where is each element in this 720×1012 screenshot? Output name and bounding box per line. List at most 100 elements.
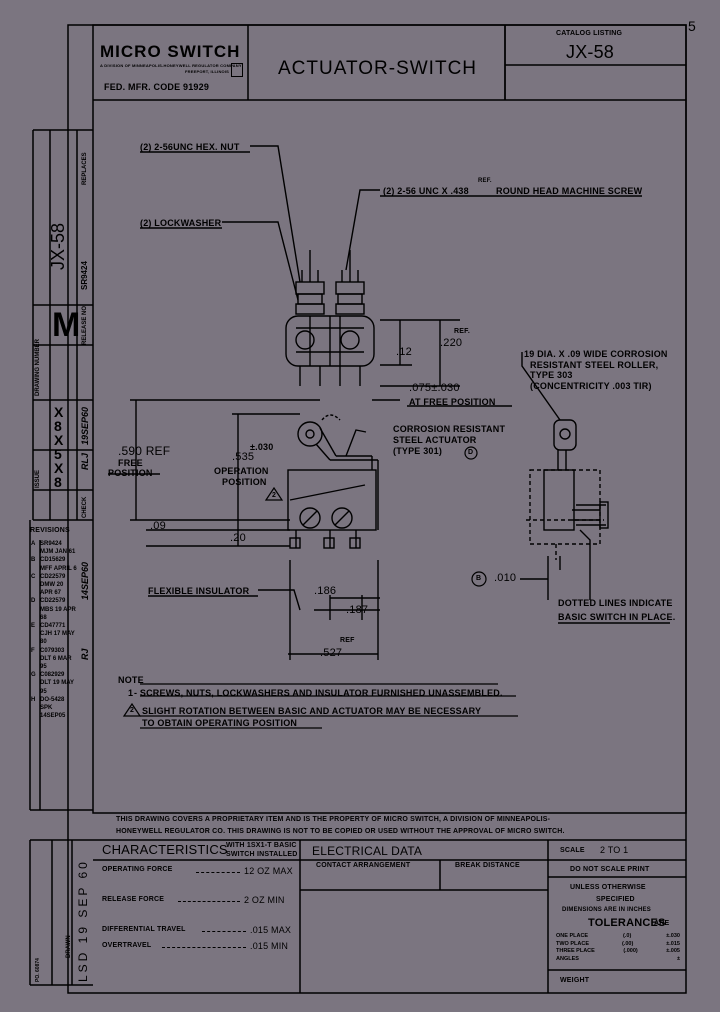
label-cres-mark: D — [468, 449, 474, 456]
char-leader-0 — [196, 872, 240, 873]
char-leader-3 — [162, 947, 246, 948]
label-screw-ref: REF. — [478, 178, 492, 184]
revision-row: DMW 20 APR 67 — [40, 582, 64, 597]
label-screw-tail: ROUND HEAD MACHINE SCREW — [496, 186, 643, 196]
label-free-pos: AT FREE POSITION — [409, 397, 496, 407]
drawn-label: DRAWN — [66, 935, 72, 958]
unless-2: SPECIFIED — [596, 896, 635, 903]
revision-row: MJM JAN 61 — [40, 549, 76, 556]
revisions-label: REVISIONS — [30, 527, 70, 534]
revision-row: DLT 19 MAY 95 — [40, 680, 74, 695]
brand-logo: MICRO SWITCH — [100, 42, 241, 61]
char-label-3: OVERTRAVEL — [102, 942, 152, 949]
issue-x3: X — [54, 460, 64, 476]
label-hex-nut: (2) 2-56UNC HEX. NUT — [140, 142, 240, 152]
note-1-num: 1 — [128, 688, 134, 698]
side-part-number: JX-58 — [48, 222, 68, 270]
check2-date: 14SEP60 — [80, 561, 90, 600]
char-value-0: 12 OZ MAX — [244, 866, 293, 876]
label-flex: FLEXIBLE INSULATOR — [148, 586, 250, 596]
char-value-3: .015 MIN — [250, 941, 289, 951]
label-cres-2: STEEL ACTUATOR — [393, 435, 477, 445]
catalog-label: CATALOG LISTING — [556, 30, 623, 37]
brand-sub-2: FREEPORT, ILLINOIS — [185, 69, 230, 74]
label-ref-220: REF. — [454, 328, 470, 335]
characteristics-with-1: WITH 1SX1-T BASIC — [226, 842, 297, 849]
label-lockwasher: (2) LOCKWASHER — [140, 218, 222, 228]
char-value-2: .015 MAX — [250, 925, 292, 935]
note-2b: TO OBTAIN OPERATING POSITION — [142, 718, 298, 728]
break-distance: BREAK DISTANCE — [455, 862, 520, 869]
char-label-1: RELEASE FORCE — [102, 896, 165, 903]
tol-row: ANGLES± — [556, 955, 680, 962]
note-2a: SLIGHT ROTATION BETWEEN BASIC AND ACTUAT… — [142, 706, 482, 716]
drawing-number-label: DRAWING NUMBER — [35, 339, 41, 396]
electrical-title: ELECTRICAL DATA — [312, 844, 423, 858]
no-scale: DO NOT SCALE PRINT — [570, 866, 650, 873]
drawing-title: ACTUATOR-SWITCH — [278, 58, 478, 79]
revision-row: DLT 6 MAR 95 — [40, 655, 72, 671]
label-op-1: OPERATION — [214, 466, 269, 476]
drawing-letter: M — [52, 306, 81, 344]
label-cres-3: (TYPE 301) — [393, 446, 443, 456]
revision-row: MBS 19 APR 68 — [40, 606, 76, 621]
tol-row: TWO PLACE(.00)±.015 — [556, 940, 680, 947]
tol-030: ±.030 — [250, 442, 274, 452]
release-no-label: RELEASE NO. — [82, 304, 88, 345]
dim-535: .535 — [232, 451, 255, 463]
ref-527: REF — [340, 637, 355, 644]
brand-emblem-icon — [231, 63, 243, 77]
issue-values: X 8 X 5 X 8 — [54, 405, 76, 489]
brand-sub-1: A DIVISION OF MINNEAPOLIS-HONEYWELL REGU… — [100, 63, 242, 68]
dim-187: .187 — [346, 604, 369, 616]
dim-220: .220 — [440, 337, 463, 349]
revision-row: SPK 14SEP05 — [40, 705, 66, 720]
check2-initials: RJ — [80, 648, 90, 660]
weight-label: WEIGHT — [560, 977, 590, 984]
scale-label: SCALE — [560, 847, 585, 854]
label-dotted-1: DOTTED LINES INDICATE — [558, 598, 673, 608]
issue-x1: X — [54, 404, 64, 420]
dims-in-inches: DIMENSIONS ARE IN INCHES — [562, 907, 651, 913]
char-label-0: OPERATING FORCE — [102, 866, 173, 873]
dim-186: .186 — [314, 585, 337, 597]
catalog-value: JX-58 — [566, 42, 615, 62]
corner-mark: 5 — [688, 18, 696, 34]
dim-12: .12 — [396, 346, 412, 358]
dim-590: .590 REF — [118, 444, 171, 458]
note-title: NOTE — [118, 675, 144, 685]
label-roller-4: (CONCENTRICITY .003 TIR) — [530, 381, 652, 391]
char-leader-2 — [202, 931, 246, 932]
unless-1: UNLESS OTHERWISE — [570, 884, 646, 891]
replaces-label: REPLACES — [82, 152, 88, 185]
label-screw: (2) 2-56 UNC X .438 — [383, 186, 469, 196]
drawn-value: LSD 19 SEP 60 — [76, 859, 90, 982]
note-2-num: 2 — [130, 707, 135, 714]
proprietary-2: HONEYWELL REGULATOR CO. THIS DRAWING IS … — [116, 828, 565, 835]
label-roller-2: RESISTANT STEEL ROLLER, — [530, 360, 659, 370]
tolerance-table: ONE PLACE(.0)±.030 TWO PLACE(.00)±.015 T… — [556, 933, 680, 963]
label-cres-1: CORROSION RESISTANT — [393, 424, 506, 434]
check-initials: RLJ — [80, 452, 90, 470]
release-no: SR9424 — [80, 261, 89, 290]
b-mark: B — [476, 575, 482, 582]
note-1: - SCREWS, NUTS, LOCKWASHERS AND INSULATO… — [134, 688, 503, 698]
note2-flag: 2 — [272, 492, 277, 499]
revision-row: MFF APRIL 6 — [40, 565, 77, 572]
contact-arrangement: CONTACT ARRANGEMENT — [316, 862, 411, 869]
dim-free-pos: .075±.030 — [409, 382, 460, 394]
issue-label: ISSUE — [35, 469, 41, 488]
label-op-2: POSITION — [222, 477, 267, 487]
issue-v3: 8 — [54, 474, 62, 490]
check-date: 19SEP60 — [80, 406, 90, 445]
check-label: CHECK — [82, 496, 88, 518]
dim-527: .527 — [320, 647, 343, 659]
